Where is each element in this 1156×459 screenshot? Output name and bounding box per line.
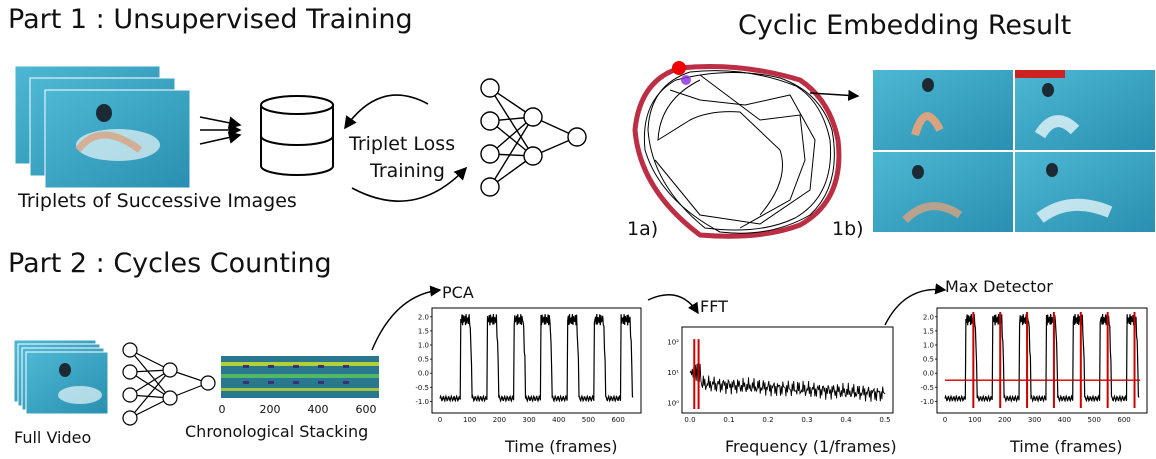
max-xtick: 0	[943, 416, 947, 424]
fft-title: FFT	[700, 297, 728, 316]
fft-series-line	[689, 363, 886, 402]
max-frame	[936, 307, 1148, 414]
max-xlabel: Time (frames)	[1010, 437, 1123, 456]
pca-xtick: 600	[611, 416, 624, 424]
neural-network-icon	[480, 78, 587, 197]
max-xtick: 200	[998, 416, 1011, 424]
pca-ytick: 2.0	[418, 313, 429, 321]
pca-ytick: 1.5	[418, 327, 429, 335]
fft-xtick: 0.0	[684, 416, 695, 424]
pca-xtick: 0	[438, 416, 442, 424]
pca-frame	[431, 307, 642, 414]
pca-xlabel: Time (frames)	[505, 437, 618, 456]
fft-xtick: 0.4	[840, 416, 852, 424]
fft-ytick: 10²	[667, 339, 679, 347]
triplet-image-stack	[14, 65, 191, 189]
max-ytick: 1.0	[923, 342, 934, 350]
pca-xtick: 400	[552, 416, 565, 424]
max-xtick: 100	[968, 416, 981, 424]
part2-title: Part 2 : Cycles Counting	[8, 248, 332, 279]
max-xtick: 600	[1117, 416, 1130, 424]
stack-tick-600: 600	[356, 403, 377, 416]
fft-frame	[681, 326, 894, 414]
fft-xtick: 0.2	[762, 416, 773, 424]
max-xtick: 300	[1028, 416, 1041, 424]
loss-arrow-top	[344, 94, 429, 130]
fft-xtick: 0.1	[723, 416, 734, 424]
pca-xtick: 500	[582, 416, 595, 424]
full-video-label: Full Video	[14, 428, 92, 447]
label-1b: 1b)	[832, 218, 864, 240]
arrow-to-fft	[647, 294, 699, 315]
input-arrows	[199, 116, 242, 145]
embedding-title: Cyclic Embedding Result	[738, 10, 1072, 41]
max-detector-title: Max Detector	[945, 277, 1053, 296]
max-ytick: 0.5	[923, 356, 934, 364]
pca-ytick: -1.0	[415, 398, 429, 406]
fft-xlabel: Frequency (1/frames)	[725, 437, 897, 456]
full-video-stack	[13, 339, 109, 415]
pca-title: PCA	[442, 283, 474, 302]
label-1a: 1a)	[627, 218, 659, 240]
arrow-to-pca	[371, 285, 442, 351]
arrow-to-max	[884, 283, 947, 326]
max-xtick: 500	[1088, 416, 1101, 424]
pca-ytick: 1.0	[418, 342, 429, 350]
database-icon	[260, 95, 334, 176]
neural-network-small-icon	[122, 342, 216, 426]
max-ytick: -1.0	[920, 398, 934, 406]
fft-ytick: 10⁰	[667, 400, 679, 408]
max-xtick: 400	[1058, 416, 1071, 424]
stack-tick-0: 0	[219, 403, 226, 416]
start-point-marker	[672, 61, 686, 75]
max-ytick: -0.5	[920, 384, 934, 392]
training-label: Training	[370, 160, 445, 182]
max-ytick: 2.0	[923, 313, 934, 321]
max-ytick: 1.5	[923, 327, 934, 335]
stacking-heatmap	[221, 356, 379, 398]
pca-series-line	[439, 313, 634, 403]
stacking-label: Chronological Stacking	[185, 422, 369, 441]
stack-tick-200: 200	[260, 403, 281, 416]
max-ytick: 0.0	[923, 370, 934, 378]
pca-ytick: -0.5	[415, 384, 429, 392]
swimmer-head-icon	[96, 104, 112, 122]
fft-xtick: 0.3	[801, 416, 812, 424]
pca-xtick: 100	[463, 416, 476, 424]
pca-xtick: 200	[493, 416, 506, 424]
part1-title: Part 1 : Unsupervised Training	[8, 4, 413, 35]
pca-ytick: 0.0	[418, 370, 429, 378]
loss-arrow-bottom	[351, 166, 468, 202]
cycle-image-grid	[873, 70, 1155, 232]
cyclic-embedding-plot	[632, 61, 860, 239]
stack-tick-400: 400	[308, 403, 329, 416]
triplets-label: Triplets of Successive Images	[18, 190, 297, 212]
triplet-loss-label: Triplet Loss	[349, 133, 456, 155]
pca-ytick: 0.5	[418, 356, 429, 364]
fft-xtick: 0.5	[879, 416, 890, 424]
fft-ytick: 10¹	[667, 369, 679, 377]
pca-xtick: 300	[522, 416, 535, 424]
